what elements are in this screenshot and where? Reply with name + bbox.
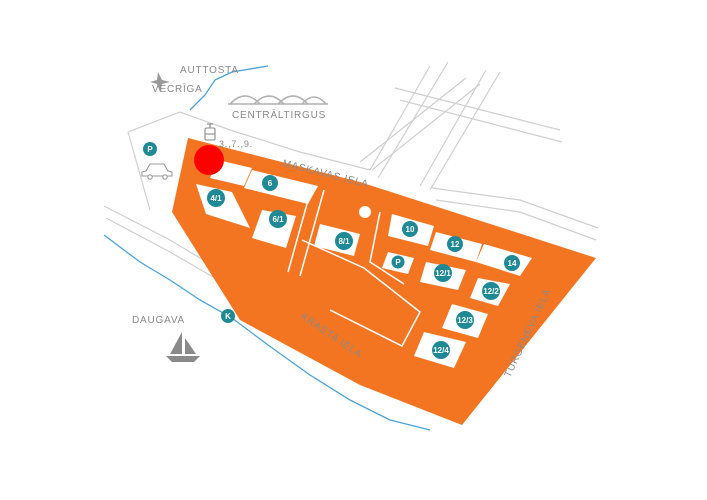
badge-12-2[interactable]: 12/2	[482, 282, 500, 300]
badge-6-1[interactable]: 6/1	[269, 210, 287, 228]
label-auttosta: AUTTOSTA	[180, 65, 239, 76]
badge-4-1-label: 4/1	[210, 194, 222, 203]
badge-12-3[interactable]: 12/3	[456, 311, 474, 329]
parking-outside-label: P	[147, 145, 153, 154]
parking-badge-outside[interactable]: P	[143, 142, 157, 156]
river-line-lower	[103, 234, 431, 431]
white-circle-marker	[359, 206, 371, 218]
tram-icon	[204, 123, 216, 141]
badge-12-2-label: 12/2	[483, 287, 499, 296]
badge-14[interactable]: 14	[504, 255, 520, 271]
badge-4-1[interactable]: 4/1	[207, 189, 225, 207]
badge-8-1-label: 8/1	[338, 237, 350, 246]
location-marker[interactable]	[194, 145, 224, 175]
badge-12-1-label: 12/1	[435, 269, 451, 278]
car-icon	[141, 163, 173, 180]
street-network	[103, 61, 599, 391]
badge-6[interactable]: 6	[262, 175, 278, 191]
parking-inside-label: P	[395, 258, 401, 267]
badge-12-1[interactable]: 12/1	[434, 264, 452, 282]
territory-area	[172, 138, 596, 425]
badge-6-1-label: 6/1	[272, 215, 284, 224]
badge-12[interactable]: 12	[447, 236, 463, 252]
river-line-upper	[189, 65, 269, 111]
badge-14-label: 14	[508, 259, 517, 268]
badge-12-4-label: 12/4	[433, 346, 449, 355]
sailboat-icon	[166, 332, 200, 362]
label-vecriga: VECRĪGA	[152, 83, 203, 95]
badge-10[interactable]: 10	[402, 221, 418, 237]
label-tram-routes: 3.,7.,9.	[219, 139, 253, 149]
badge-12-4[interactable]: 12/4	[432, 341, 450, 359]
central-market-hangars-icon	[228, 95, 328, 105]
badge-10-label: 10	[406, 225, 415, 234]
territory-paths	[287, 185, 421, 347]
quay-label: K	[225, 312, 231, 321]
label-centraltirgus: CENTRĀLTIRGUS	[232, 109, 326, 121]
parking-badge-inside[interactable]: P	[391, 255, 405, 269]
label-daugava: DAUGAVA	[132, 315, 185, 326]
badge-6-label: 6	[268, 179, 273, 188]
quay-badge[interactable]: K	[221, 309, 235, 323]
plane-icon	[150, 72, 170, 92]
badge-12-label: 12	[451, 240, 460, 249]
badge-12-3-label: 12/3	[457, 316, 473, 325]
badge-8-1[interactable]: 8/1	[335, 232, 353, 250]
building-shape-6	[244, 170, 318, 204]
